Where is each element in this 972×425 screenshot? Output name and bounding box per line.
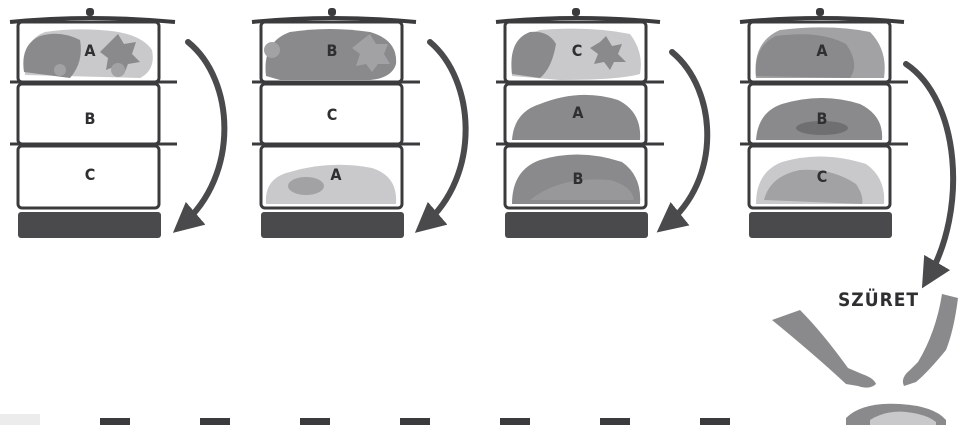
tier-label: B <box>573 169 584 188</box>
cutoff-bottom-heading <box>0 414 730 425</box>
steamer-base <box>18 212 161 238</box>
rotation-arrow-1 <box>172 39 228 233</box>
tier-middle: B <box>747 82 892 146</box>
tier-top: B <box>259 20 404 84</box>
tier-label: A <box>330 165 342 184</box>
steamer-base <box>749 212 892 238</box>
tier-bottom: B <box>503 144 648 210</box>
tier-middle: B <box>16 82 161 146</box>
harvest-hands-illustration <box>772 294 958 425</box>
tier-label: C <box>327 105 338 124</box>
tier-bottom: C <box>747 144 892 210</box>
tier-top: C <box>503 20 648 84</box>
tier-bottom: C <box>16 144 161 210</box>
tier-label: A <box>572 103 584 122</box>
rotation-arrow-3 <box>656 49 711 233</box>
tier-label: C <box>572 41 583 60</box>
tier-middle: A <box>503 82 648 146</box>
harvest-label: SZÜRET <box>838 287 919 311</box>
tier-label: B <box>327 41 338 60</box>
tier-label: A <box>816 41 828 60</box>
steamer-4: A B C <box>739 8 908 238</box>
steamer-lid <box>9 8 176 24</box>
steamer-base <box>261 212 404 238</box>
steamer-2: B C A <box>251 8 420 238</box>
tier-label: A <box>84 41 96 60</box>
steamer-lid <box>495 8 661 24</box>
tier-label: C <box>817 167 828 186</box>
tier-top: A <box>747 20 892 84</box>
tier-bottom: A <box>259 144 404 210</box>
tier-label: B <box>85 109 96 128</box>
steamer-1: A B C <box>9 8 177 238</box>
steamer-lid <box>251 8 417 24</box>
tier-label: C <box>85 165 96 184</box>
harvest-arrow <box>903 61 957 289</box>
tier-middle: C <box>259 82 404 146</box>
steamer-3: C A B <box>495 8 664 238</box>
steamer-base <box>505 212 648 238</box>
rotation-arrow-2 <box>414 39 469 233</box>
tier-top: A <box>16 20 161 84</box>
steamer-lid <box>739 8 905 24</box>
tier-label: B <box>817 109 828 128</box>
